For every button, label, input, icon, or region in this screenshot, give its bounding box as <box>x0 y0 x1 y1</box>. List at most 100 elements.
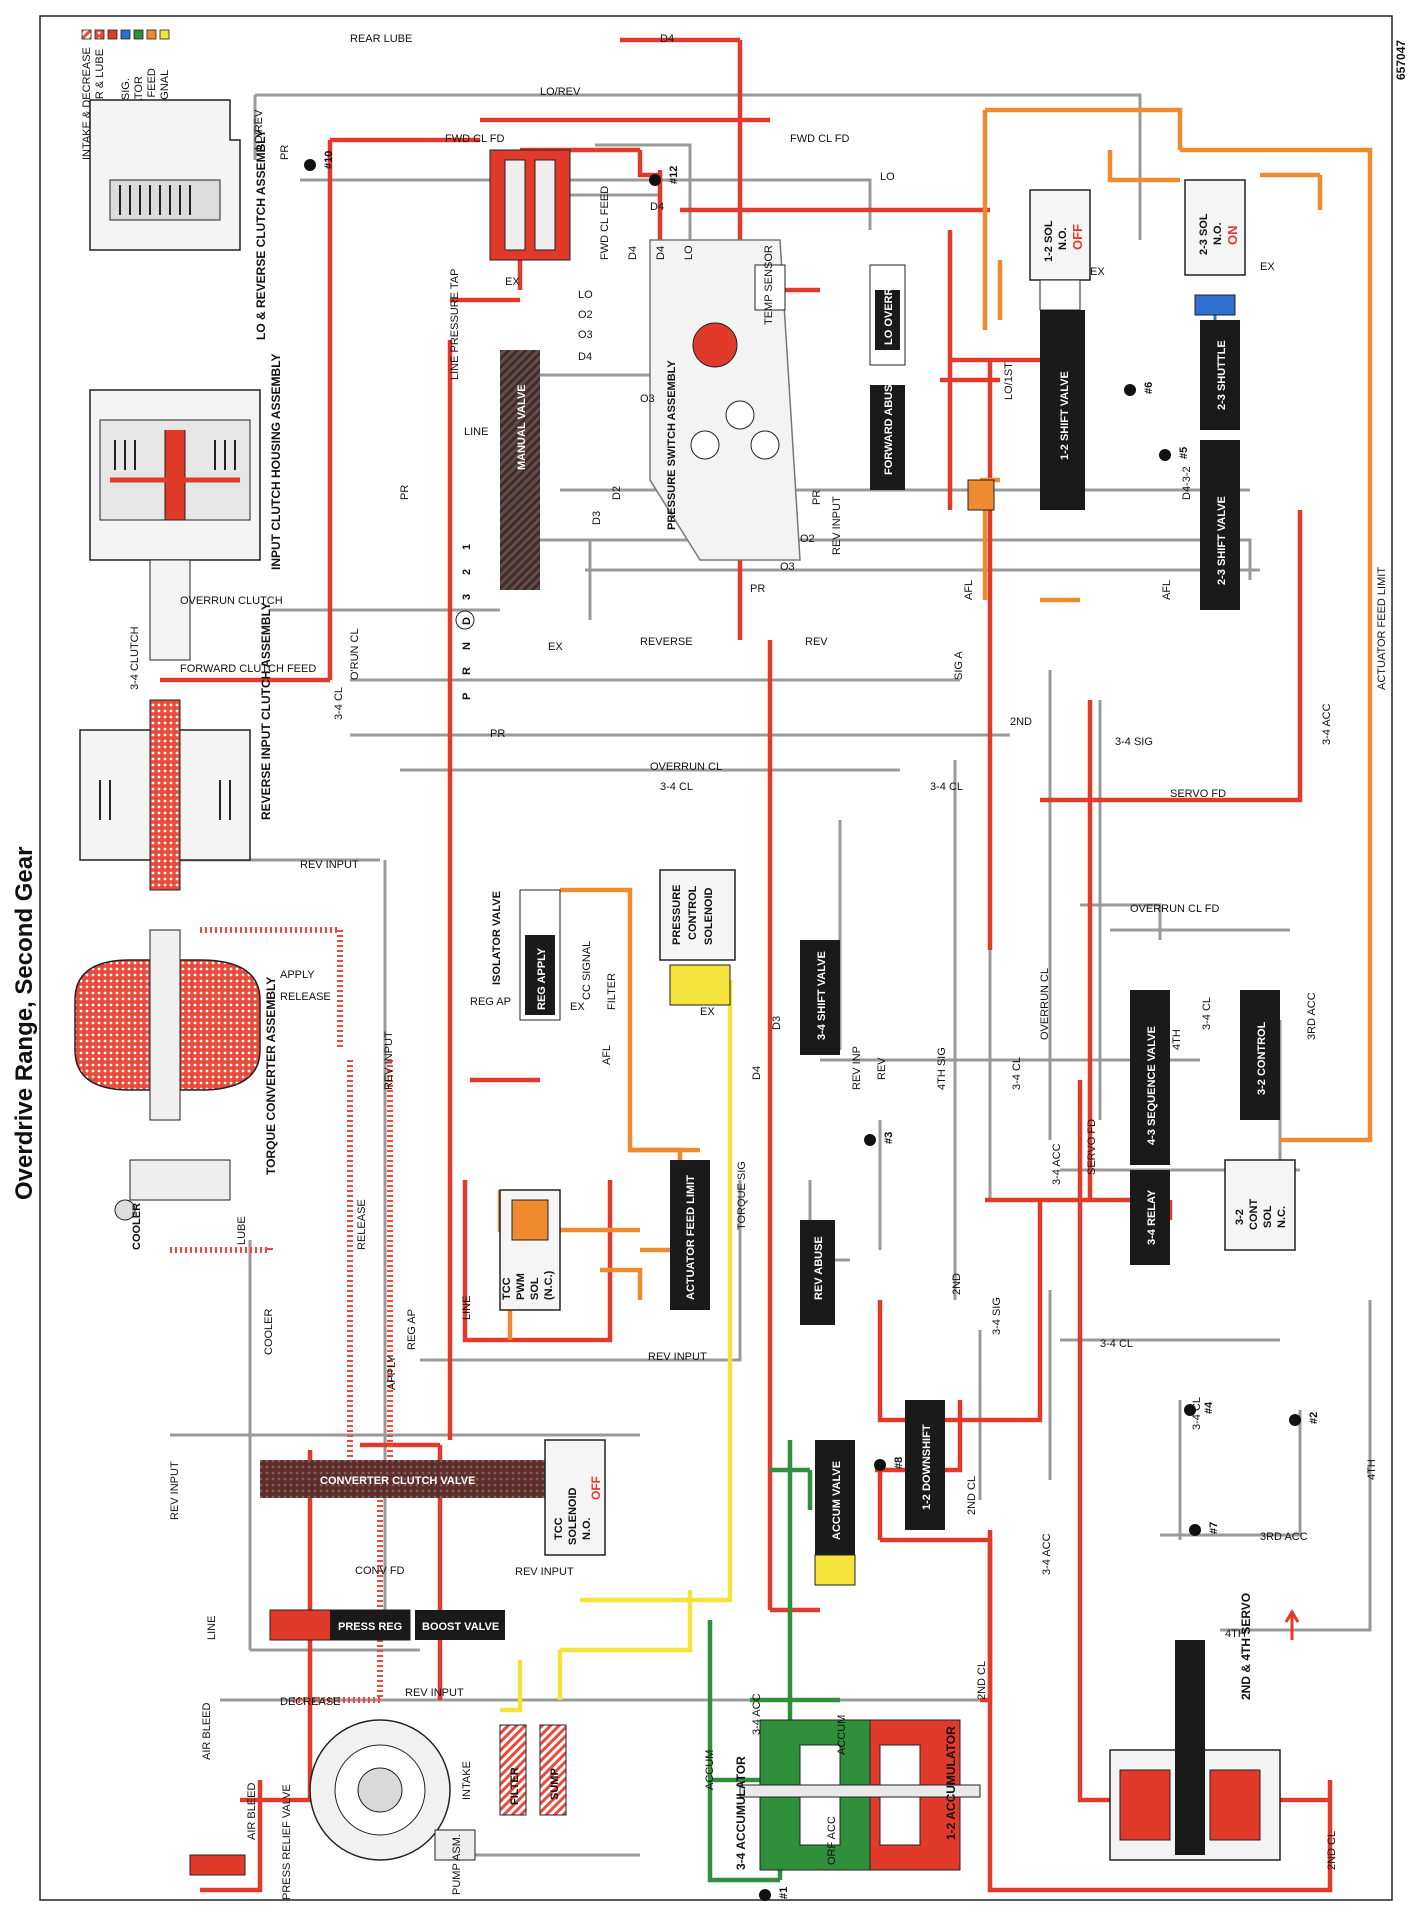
shift-valve-1-2[interactable]: 1-2 SHIFT VALVE <box>1040 310 1085 510</box>
svg-text:REVERSE INPUT CLUTCH ASSEMBLY: REVERSE INPUT CLUTCH ASSEMBLY <box>259 602 273 820</box>
passage-label-rev-input: REV INPUT <box>405 1687 464 1699</box>
passage-label-apply: APPLY <box>386 1355 398 1390</box>
passage-label-orf-acc: ORF ACC <box>826 1816 838 1865</box>
passage-label-line-pressure-tap: LINE PRESSURE TAP <box>449 269 461 380</box>
isolator-valve[interactable]: REG APPLY ISOLATOR VALVE <box>491 889 561 1021</box>
passage-label-acc-34: 3-4 ACC <box>1051 1143 1063 1185</box>
svg-text:ACTUATOR FEED LIMIT: ACTUATOR FEED LIMIT <box>685 1175 697 1300</box>
accum-valve[interactable]: ACCUM VALVE <box>814 1440 856 1586</box>
torque-signal-passages <box>500 977 733 1713</box>
svg-text:BOOST VALVE: BOOST VALVE <box>422 1621 499 1633</box>
solenoid-1-2-state: OFF <box>1070 224 1085 250</box>
passage-label-rev-input: REV INPUT <box>383 1031 395 1090</box>
shift-valve-2-3[interactable]: 2-3 SHIFT VALVE <box>1200 440 1240 610</box>
svg-text:REG APPLY: REG APPLY <box>536 947 548 1010</box>
passage-label-d4-3-2: D4-3-2 <box>1181 466 1193 500</box>
gear-position-2[interactable]: 2 <box>461 569 473 575</box>
passage-label-fourth: 4TH <box>1366 1459 1378 1480</box>
svg-text:(N.C.): (N.C.) <box>543 1270 555 1300</box>
passage-label-ex: EX <box>700 1006 715 1018</box>
svg-text:N.O.: N.O. <box>1212 222 1224 245</box>
passage-label-cooler: COOLER <box>263 1308 275 1355</box>
forward-abuse-valve[interactable]: FORWARD ABUSE <box>870 377 905 490</box>
gear-selector[interactable]: P R N D 3 2 1 <box>455 544 475 700</box>
passage-label-fwd-cl-feed: FWD CL FEED <box>599 186 611 260</box>
passage-label-lo-rev: LO/REV <box>253 109 265 150</box>
gear-position-3[interactable]: 3 <box>461 594 473 600</box>
gear-position-R[interactable]: R <box>461 667 473 675</box>
gear-position-D[interactable]: D <box>461 617 473 625</box>
converter-clutch-valve[interactable]: CONVERTER CLUTCH VALVE <box>260 1460 560 1498</box>
checkball <box>649 174 661 186</box>
solenoid-2-3-state: ON <box>1225 226 1240 246</box>
rev-abuse-valve[interactable]: REV ABUSE <box>800 1220 835 1325</box>
passage-label-second-cl: 2ND CL <box>1326 1831 1338 1870</box>
manual-valve[interactable]: MANUAL VALVE <box>489 149 571 590</box>
passage-label-servo-fd: SERVO FD <box>1086 1119 1098 1175</box>
shift-valve-3-4[interactable]: 3-4 SHIFT VALVE <box>800 940 840 1055</box>
passage-label-cl-34: 3-4 CL <box>1011 1057 1023 1090</box>
passage-label-ex: EX <box>570 1001 585 1013</box>
reverse-input-clutch-assembly: REVERSE INPUT CLUTCH ASSEMBLY <box>79 602 273 891</box>
svg-text:SOL: SOL <box>1262 1205 1274 1228</box>
shuttle-2-3[interactable]: 2-3 SHUTTLE <box>1200 320 1240 430</box>
gear-position-N[interactable]: N <box>461 642 473 650</box>
svg-text:2-3 SHUTTLE: 2-3 SHUTTLE <box>1216 340 1228 410</box>
checkball-label: #5 <box>1178 447 1190 459</box>
lo-reverse-clutch-assembly: LO & REVERSE CLUTCH ASSEMBLY <box>89 99 268 340</box>
passage-label-sig-34: 3-4 SIG <box>1115 736 1153 748</box>
passage-label-rev-input: REV INPUT <box>831 496 843 555</box>
pressure-regulator-valve[interactable]: PRESS REG <box>269 1609 411 1641</box>
solenoid-3-2-control[interactable]: 3-2 CONT SOL N.C. <box>1224 1159 1296 1251</box>
tcc-solenoid[interactable]: TCC SOLENOID N.O. OFF <box>544 1439 606 1556</box>
svg-text:PRESS REG: PRESS REG <box>338 1621 402 1633</box>
relay-3-4[interactable]: 3-4 RELAY <box>1130 1170 1170 1265</box>
checkball <box>1159 449 1171 461</box>
passage-label-reg-ap: REG AP <box>470 996 511 1008</box>
afl-filter <box>967 479 995 511</box>
svg-text:FILTER: FILTER <box>509 1767 521 1805</box>
passage-label-pr: PR <box>750 583 765 595</box>
passage-label-line: LINE <box>464 426 488 438</box>
passage-label-cl-34: 3-4 CL <box>1100 1338 1133 1350</box>
passage-label-torque-sig: TORQUE SIG <box>736 1161 748 1230</box>
svg-text:1-2 SHIFT VALVE: 1-2 SHIFT VALVE <box>1059 371 1071 460</box>
control-valve-3-2[interactable]: 3-2 CONTROL <box>1240 990 1280 1120</box>
passage-label-pr: PR <box>811 490 823 505</box>
svg-text:PRESSURE SWITCH ASSEMBLY: PRESSURE SWITCH ASSEMBLY <box>666 360 678 530</box>
passage-label-fourth: 4TH <box>1225 1628 1246 1640</box>
solenoid-2-3[interactable]: 2-3 SOL N.O. ON <box>1184 179 1246 316</box>
passage-label-overrun-cl-fd: OVERRUN CL FD <box>1130 903 1219 915</box>
passage-label-afl: AFL <box>1161 580 1173 600</box>
actuator-feed-limit-valve[interactable]: ACTUATOR FEED LIMIT <box>670 1160 710 1310</box>
passage-label-rev-inp: REV INP <box>851 1046 863 1090</box>
lo-overrun-valve[interactable]: LO OVERRUN <box>869 264 906 366</box>
svg-text:SOL: SOL <box>529 1277 541 1300</box>
downshift-valve-1-2[interactable]: 1-2 DOWNSHIFT <box>905 1400 945 1530</box>
torque-converter-assembly: TORQUE CONVERTER ASSEMBLY <box>74 929 278 1175</box>
passage-label-lo-rev: LO/REV <box>540 86 581 98</box>
passage-label-o3: O3 <box>640 393 655 405</box>
legend-swatch <box>81 29 92 40</box>
pressure-control-solenoid[interactable]: PRESSURE CONTROL SOLENOID <box>659 869 736 1006</box>
passage-label-lo: LO <box>880 171 895 183</box>
solenoid-1-2[interactable]: 1-2 SOL N.O. OFF <box>1029 189 1091 311</box>
svg-text:LO OVERRUN: LO OVERRUN <box>883 272 895 345</box>
passage-label-accum: ACCUM <box>836 1715 848 1755</box>
checkball <box>759 1889 771 1901</box>
passage-label-cl-34: 3-4 CL <box>660 781 693 793</box>
boost-valve[interactable]: BOOST VALVE <box>415 1610 505 1640</box>
svg-text:SUMP: SUMP <box>549 1768 561 1800</box>
gear-position-1[interactable]: 1 <box>461 544 473 550</box>
tcc-pwm-solenoid[interactable]: TCC PWM SOL (N.C.) <box>499 1189 561 1311</box>
passage-label-cl-34: 3-4 CL <box>1201 997 1213 1030</box>
sequence-valve-4-3[interactable]: 4-3 SEQUENCE VALVE <box>1130 990 1170 1165</box>
passage-label-second: 2ND <box>951 1273 963 1295</box>
legend-swatch <box>94 29 105 40</box>
gear-position-P[interactable]: P <box>461 693 473 700</box>
svg-text:COOLER: COOLER <box>131 1203 143 1250</box>
passage-label-second-cl: 2ND CL <box>966 1476 978 1515</box>
passage-label-cl-34: 3-4 CL <box>1191 1397 1203 1430</box>
passage-label-rev: REV <box>805 636 828 648</box>
passage-label-ex: EX <box>1260 261 1275 273</box>
